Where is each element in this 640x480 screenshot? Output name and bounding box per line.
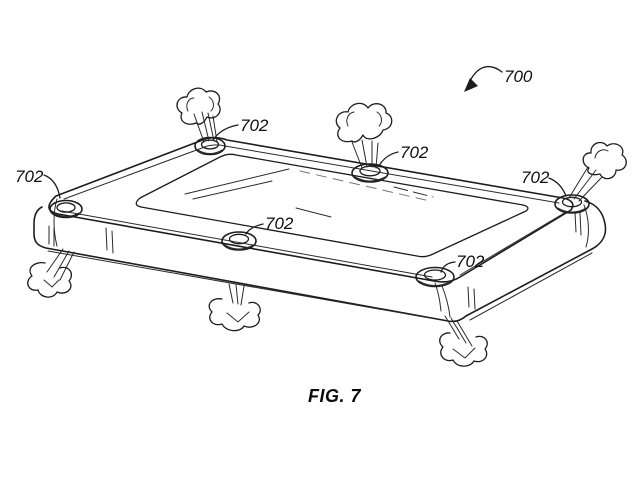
right-endcap-crease: [583, 204, 589, 248]
ref-702-label-right: 702: [521, 168, 550, 187]
device-top-face-outline: [48, 136, 574, 283]
port-rim-arc: [557, 207, 587, 213]
ports: [49, 136, 590, 288]
spray-splash-cloud: [439, 332, 488, 367]
ref-702-label-top-middle: 702: [400, 143, 429, 162]
side-hatch-front-b: [111, 230, 114, 254]
bezel-inner-line-right: [459, 211, 567, 276]
port-hole: [228, 233, 250, 245]
spray-jet-lines: [228, 283, 245, 306]
port-outer-ring: [554, 194, 590, 214]
spray-splash-cloud: [582, 141, 627, 180]
spray-jet-lines: [568, 166, 603, 202]
bezel-inner-line-near: [61, 210, 433, 278]
side-hatch-corner-b: [473, 288, 476, 310]
screen-glare-dash-short-2: [393, 186, 434, 198]
port-bottom-right: [415, 266, 455, 288]
bezel-inner-line-far: [63, 144, 560, 204]
port-hole: [359, 165, 381, 177]
port-outer-ring: [415, 266, 455, 288]
port-outer-ring: [221, 231, 257, 251]
port-rim-arc: [52, 212, 80, 217]
port-outer-ring: [194, 136, 226, 156]
ref-702-label-left: 702: [15, 167, 44, 186]
spray-splash-cloud: [335, 102, 393, 143]
spray-top-middle: [335, 102, 393, 169]
spray-bottom-middle: [208, 283, 261, 332]
ref-702-label-top-left: 702: [240, 116, 269, 135]
spray-jet-lines: [351, 139, 379, 169]
spray-splash-cloud: [27, 262, 73, 298]
port-hole: [56, 202, 76, 213]
spray-jet-lines: [193, 111, 218, 143]
port-hole: [423, 269, 447, 281]
screen-glare-dashed: [299, 170, 431, 202]
side-hatch-front-a: [105, 227, 108, 251]
spray-splash-echo: [346, 111, 382, 127]
port-rim-arc: [197, 149, 223, 154]
ref-700-arrow-head: [464, 78, 478, 92]
spray-top-left: [176, 87, 221, 143]
port-top-left: [194, 136, 226, 156]
port-outer-ring: [351, 163, 389, 183]
leader-702-bottom-right: [440, 261, 456, 273]
ref-700-arrow-shaft: [468, 65, 503, 84]
front-corner-crease-1: [441, 285, 451, 318]
ref-700-label: 700: [504, 67, 533, 86]
device-right-bottom-edge-echo: [469, 252, 593, 321]
annotations: 700 702 702 702 702 702 702 FIG. 7: [15, 65, 567, 406]
spray-splash-echo: [226, 311, 250, 323]
ref-702-label-center: 702: [265, 214, 294, 233]
spray-splash-cloud: [208, 298, 261, 332]
screen-outline: [135, 153, 529, 258]
leader-702-top-left: [212, 124, 239, 141]
device-bottom-edge-echo: [47, 250, 431, 319]
port-left-corner: [49, 199, 83, 219]
port-rim-arc: [354, 176, 386, 182]
port-top-middle: [351, 163, 389, 183]
spray-bottom-left: [27, 248, 75, 298]
device-body: [33, 136, 607, 323]
spray-bottom-right: [439, 315, 488, 367]
figure-caption: FIG. 7: [308, 386, 361, 406]
leader-702-center: [245, 223, 264, 235]
sprays: [27, 87, 627, 367]
screen-glare-line-2: [192, 180, 273, 200]
spray-splash-echo: [43, 279, 60, 288]
port-outer-ring: [49, 199, 83, 219]
spray-splash-echo: [186, 96, 214, 112]
spray-jet-lines: [444, 315, 473, 347]
port-rim-arc: [418, 280, 452, 286]
spray-splash-cloud: [176, 87, 221, 125]
leader-702-right: [548, 177, 567, 197]
spray-right-corner: [568, 141, 627, 202]
side-hatch-right-b: [579, 212, 582, 236]
screen-glare-line-1: [184, 168, 290, 195]
screen: [135, 153, 529, 258]
screen-glare-dash-short-1: [295, 207, 332, 218]
leader-702-left: [43, 174, 61, 199]
ref-702-label-bottom-right: 702: [456, 252, 485, 271]
port-right-corner: [554, 194, 590, 214]
port-hole: [561, 196, 583, 208]
leader-702-top-middle: [378, 151, 399, 167]
port-rim-arc: [224, 244, 254, 250]
side-hatch-corner-a: [467, 286, 470, 308]
port-center-front: [221, 231, 257, 251]
spray-splash-echo: [452, 347, 476, 359]
spray-splash-echo: [594, 149, 609, 159]
spray-jet-lines: [46, 248, 75, 281]
side-hatch-right-a: [574, 211, 577, 233]
port-hole: [200, 139, 220, 150]
device-side-outline: [33, 200, 607, 323]
